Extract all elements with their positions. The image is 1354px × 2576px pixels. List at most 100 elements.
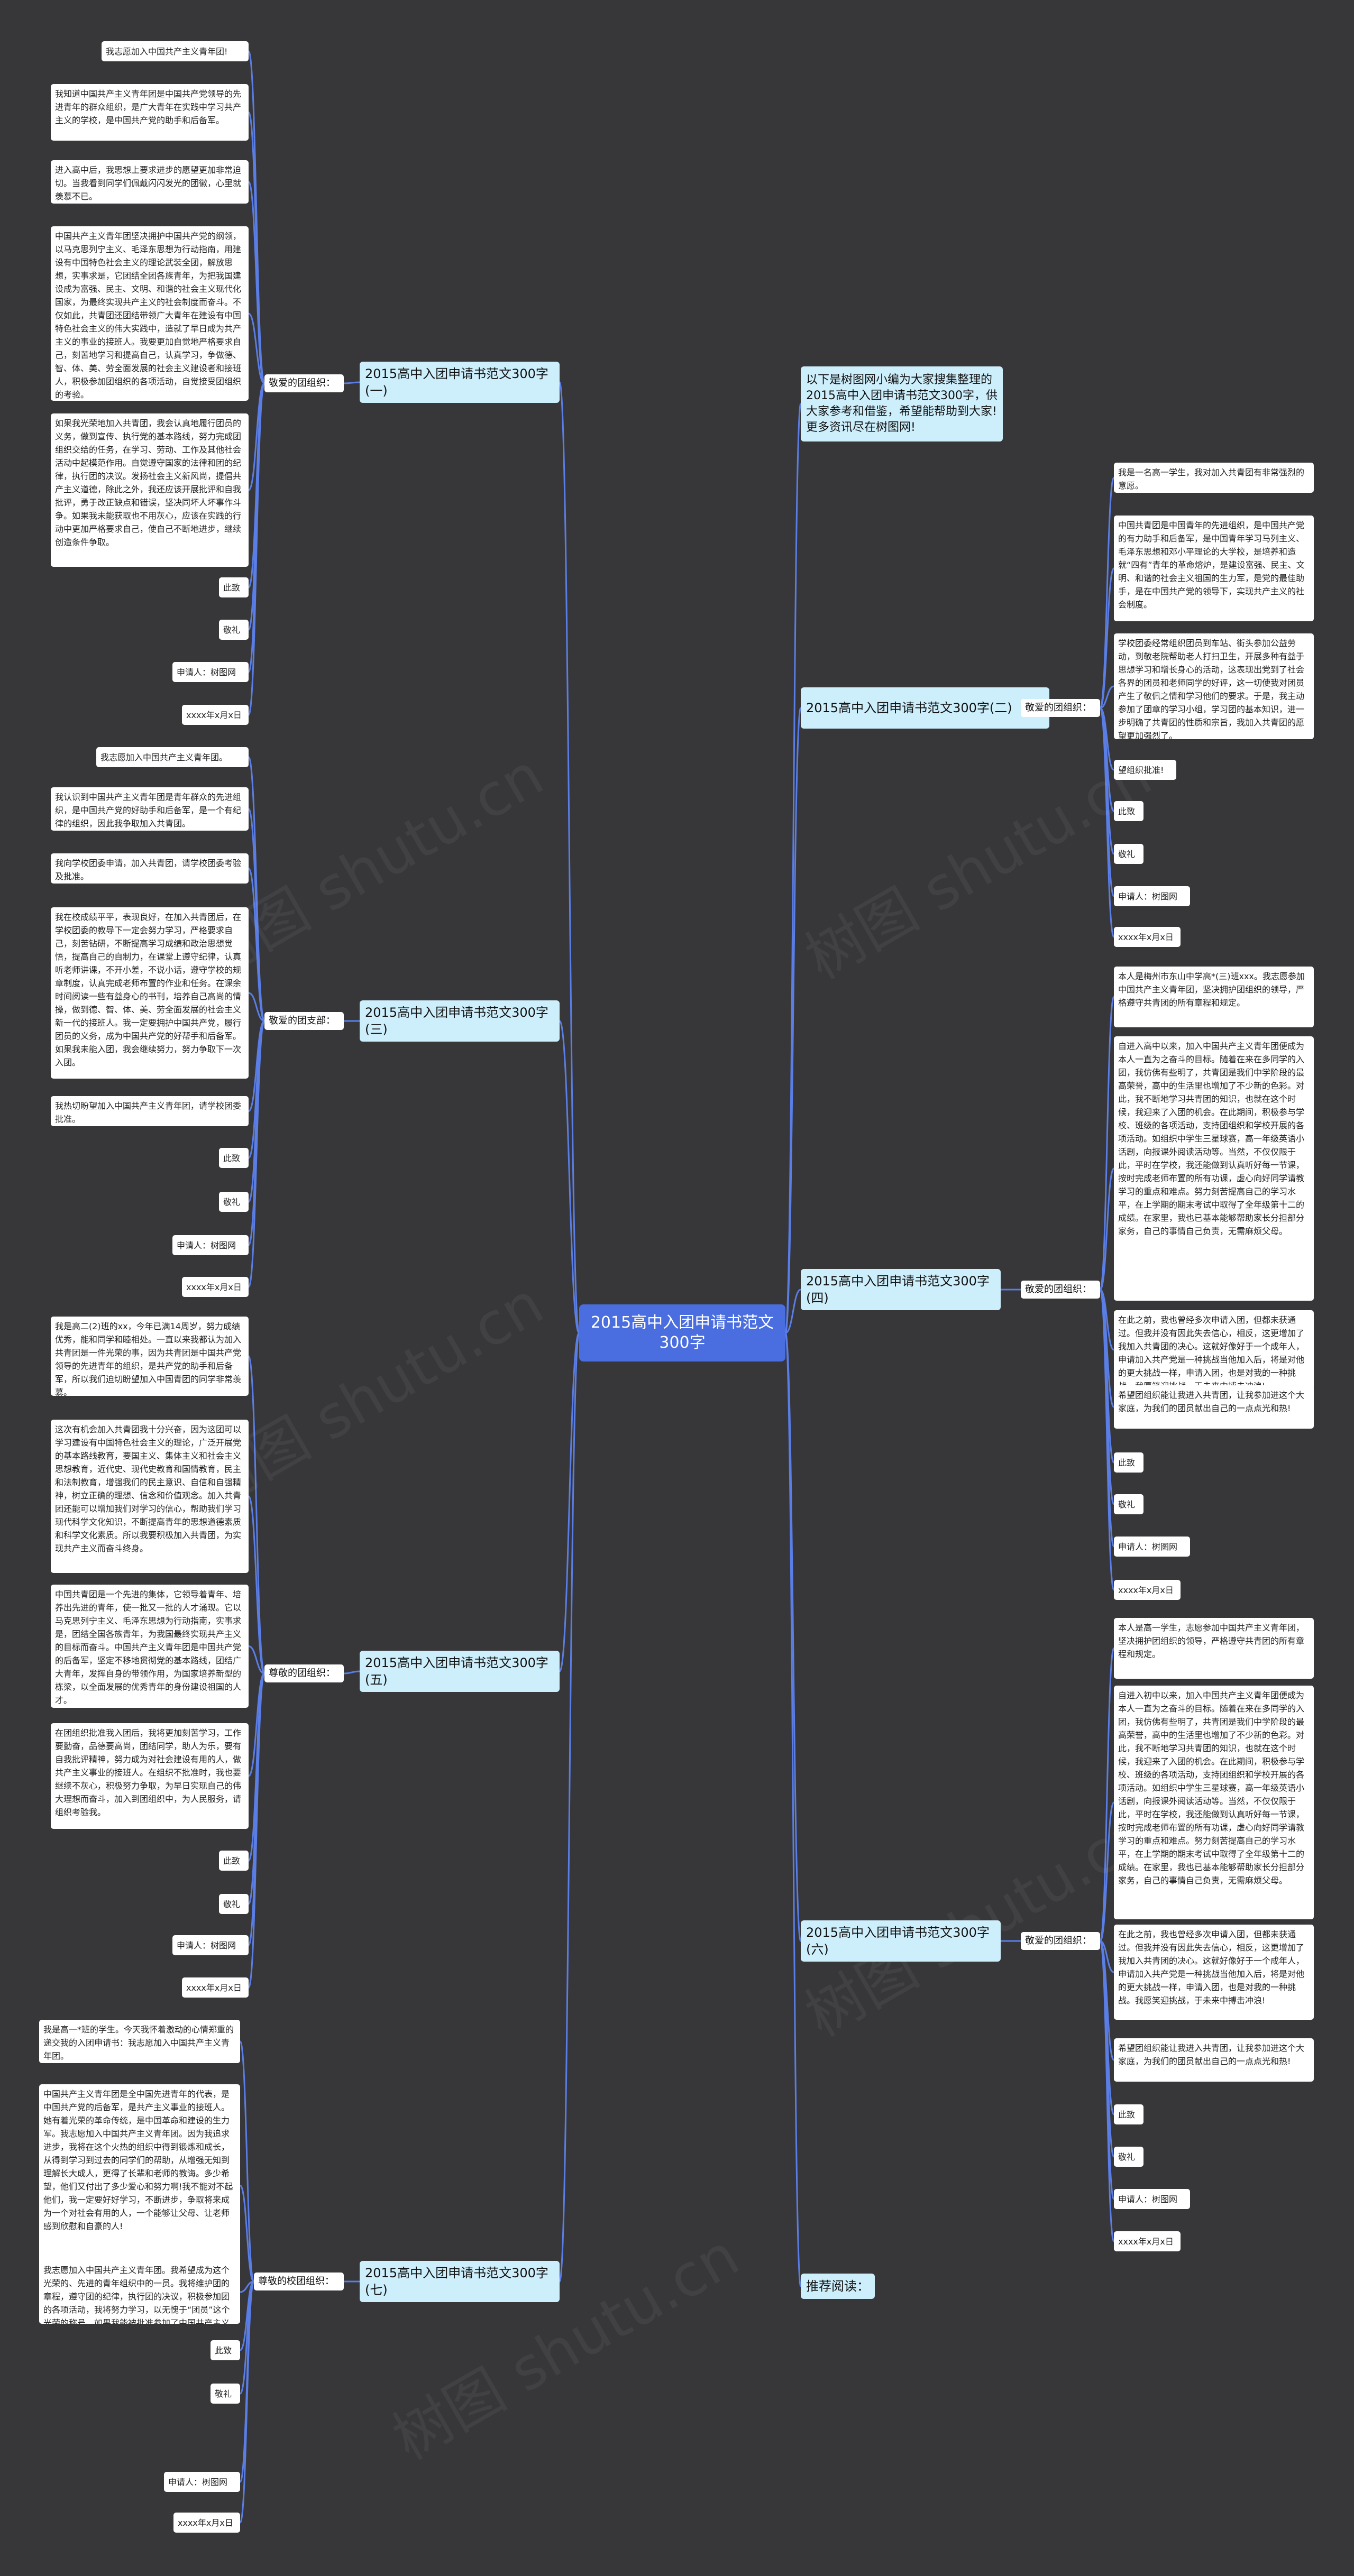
leaf-text[interactable]: 我在校成绩平平，表现良好，在加入共青团后，在学校团委的教导下一定会努力学习，严格… (51, 907, 249, 1079)
leaf-text[interactable]: 此致 (211, 2340, 240, 2360)
connector-line (248, 808, 266, 1022)
salutation-node[interactable]: 敬爱的团组织： (1021, 1281, 1100, 1299)
leaf-text[interactable]: 敬礼 (1114, 2147, 1143, 2167)
leaf-text[interactable]: 我志愿加入中国共产主义青年团! (102, 41, 249, 61)
connector-line (1099, 1648, 1115, 1942)
leaf-text[interactable]: 此致 (219, 577, 249, 597)
leaf-text[interactable]: 希望团组织能让我进入共青团，让我参加进这个大家庭，为我们的团员献出自己的一点点光… (1114, 1385, 1314, 1429)
leaf-text[interactable]: 中国共产主义青年团是全中国先进青年的代表，是中国共产党的后备军，是共产主义事业的… (39, 2084, 240, 2287)
branch-topic[interactable]: 2015高中入团申请书范文300字(六) (801, 1920, 1001, 1962)
salutation-node[interactable]: 敬爱的团组织： (1021, 1932, 1100, 1950)
leaf-text[interactable]: 我向学校团委申请，加入共青团，请学校团委考验及批准。 (51, 853, 249, 884)
leaf-text[interactable]: 我知道中国共产主义青年团是中国共产党领导的先进青年的群众组织，是广大青年在实践中… (51, 84, 249, 141)
leaf-text[interactable]: xxxx年x月x日 (1114, 2231, 1181, 2251)
leaf-text[interactable]: 我是一名高一学生，我对加入共青团有非常强烈的意愿。 (1114, 463, 1314, 493)
connector-line (1099, 477, 1115, 709)
leaf-text[interactable]: 申请人：树图网 (172, 1935, 249, 1955)
leaf-text[interactable]: 本人是高一学生，志愿参加中国共产主义青年团，坚决拥护团组织的领导，严格遵守共青团… (1114, 1618, 1314, 1679)
leaf-text[interactable]: 在团组织批准我入团后，我将更加刻苦学习，工作要勤奋，品德要高尚，团结同学，助人为… (51, 1723, 249, 1829)
leaf-text[interactable]: 这次有机会加入共青团我十分兴奋，因为这团可以学习建设有中国特色社会主义的理论，广… (51, 1420, 249, 1573)
connector-line (239, 2185, 255, 2283)
connector-line (248, 1672, 266, 1989)
leaf-text[interactable]: 申请人：树图网 (1114, 2189, 1190, 2209)
leaf-text[interactable]: xxxx年x月x日 (182, 1277, 249, 1297)
leaf-text[interactable]: 此致 (219, 1851, 249, 1871)
leaf-text[interactable]: 希望团组织能让我进入共青团，让我参加进这个大家庭，为我们的团员献出自己的一点点光… (1114, 2038, 1314, 2082)
leaf-text[interactable]: xxxx年x月x日 (1114, 1580, 1181, 1600)
leaf-text[interactable]: 敬礼 (219, 620, 249, 640)
leaf-text[interactable]: 学校团委经常组织团员到车站、街头参加公益劳动，到敬老院帮助老人打扫卫生，开展多种… (1114, 633, 1314, 739)
leaf-text[interactable]: 敬礼 (1114, 844, 1143, 864)
connector-line (1100, 1940, 1114, 1973)
leaf-text[interactable]: 自进入初中以来，加入中国共产主义青年团便成为本人一直为之奋斗的目标。随着在来在多… (1114, 1686, 1314, 1919)
connector-line (1099, 1801, 1115, 1942)
leaf-text[interactable]: 我志愿加入中国共产主义青年团。 (96, 747, 249, 767)
salutation-node[interactable]: 敬爱的团组织： (264, 374, 344, 392)
leaf-text[interactable]: 中国共产主义青年团坚决拥护中国共产党的纲领，以马克思列宁主义、毛泽东思想为行动指… (51, 226, 249, 401)
connector-line (559, 381, 580, 1334)
connector-line (248, 1355, 266, 1675)
connector-line (1099, 707, 1115, 938)
leaf-text[interactable]: xxxx年x月x日 (182, 1977, 249, 1998)
leaf-text[interactable]: 我热切盼望加入中国共产主义青年团，请学校团委批准。 (51, 1096, 249, 1126)
leaf-text[interactable]: 敬礼 (219, 1894, 249, 1914)
branch-topic[interactable]: 2015高中入团申请书范文300字(一) (360, 362, 560, 403)
leaf-text[interactable]: 进入高中后，我思想上要求进步的愿望更加非常迫切。当我看到同学们佩戴闪闪发光的团徽… (51, 160, 249, 204)
leaf-text[interactable]: 此致 (1114, 2104, 1143, 2124)
leaf-text[interactable]: 如果我光荣地加入共青团，我会认真地履行团员的义务，做到宣传、执行党的基本路线，努… (51, 413, 249, 567)
connector-line (343, 381, 360, 384)
leaf-text[interactable]: 此致 (1114, 801, 1143, 821)
leaf-text[interactable]: 敬礼 (211, 2384, 240, 2404)
leaf-text[interactable]: 望组织批准! (1114, 760, 1176, 780)
branch-topic[interactable]: 2015高中入团申请书范文300字(五) (360, 1651, 560, 1692)
leaf-text[interactable]: 我认识到中国共产主义青年团是青年群众的先进组织，是中国共产党的好助手和后备军，是… (51, 787, 249, 831)
branch-topic[interactable]: 2015高中入团申请书范文300字(四) (801, 1269, 1001, 1310)
connector-line (559, 1332, 580, 1672)
leaf-text[interactable]: 中国共青团是一个先进的集体，它领导着青年、培养出先进的青年，使一批又一批的人才涌… (51, 1585, 249, 1708)
leaf-text[interactable]: 中国共青团是中国青年的先进组织，是中国共产党的有力助手和后备军，是中国青年学习马… (1114, 516, 1314, 621)
leaf-text[interactable]: 在此之前，我也曾经多次申请入团，但都未获通过。但我并没有因此失去信心，相反，这更… (1114, 1925, 1314, 2020)
leaf-text[interactable]: 在此之前，我也曾经多次申请入团，但都未获通过。但我并没有因此失去信心，相反，这更… (1114, 1310, 1314, 1390)
connector-line (1099, 1167, 1115, 1291)
leaf-text[interactable]: 申请人：树图网 (172, 1235, 249, 1255)
connector-line (559, 1020, 580, 1334)
leaf-text[interactable]: 此致 (1114, 1452, 1143, 1473)
leaf-text[interactable]: 申请人：树图网 (172, 662, 249, 682)
connector-line (559, 1332, 580, 2283)
connector-line (248, 1645, 265, 1675)
connector-line (1099, 567, 1115, 709)
leaf-text[interactable]: 我是高二(2)班的xx，今年已满14周岁，努力成绩优秀，能和同学和睦相处。一直以… (51, 1317, 249, 1396)
leaf-text[interactable]: 本人是梅州市东山中学高*(三)班xxx。我志愿参加中国共产主义青年团，坚决拥护团… (1114, 967, 1314, 1027)
branch-topic[interactable]: 2015高中入团申请书范文300字(七) (360, 2261, 560, 2302)
connector-line (1099, 1289, 1115, 1591)
connector-line (248, 868, 266, 1022)
branch-topic[interactable]: 2015高中入团申请书范文300字(二) (801, 687, 1049, 729)
connector-line (784, 707, 802, 1334)
branch-topic[interactable]: 2015高中入团申请书范文300字(三) (360, 1000, 560, 1042)
salutation-node[interactable]: 尊敬的校团组织： (254, 2273, 344, 2290)
intro-topic[interactable]: 以下是树图网小编为大家搜集整理的2015高中入团申请书范文300字，供大家参考和… (801, 366, 1003, 441)
leaf-text[interactable]: xxxx年x月x日 (173, 2513, 240, 2533)
leaf-text[interactable]: xxxx年x月x日 (1114, 927, 1181, 947)
root-topic[interactable]: 2015高中入团申请书范文300字 (579, 1304, 785, 1361)
salutation-node[interactable]: 敬爱的团支部： (264, 1012, 344, 1030)
leaf-text[interactable]: 我志愿加入中国共产主义青年团。我希望成为这个光荣的、先进的青年组织中的一员。我将… (39, 2260, 240, 2324)
leaf-text[interactable]: 我是高一*班的学生。今天我怀着激动的心情郑重的递交我的入团申请书：我志愿加入中国… (39, 2020, 240, 2063)
connector-line (784, 1332, 802, 1942)
leaf-text[interactable]: 敬礼 (1114, 1494, 1143, 1514)
leaf-text[interactable]: 申请人：树图网 (1114, 886, 1190, 906)
leaf-text[interactable]: 申请人：树图网 (1114, 1537, 1190, 1557)
leaf-text[interactable]: 敬礼 (219, 1192, 249, 1212)
leaf-text[interactable]: 此致 (219, 1148, 249, 1168)
salutation-node[interactable]: 敬爱的团组织： (1021, 699, 1100, 717)
salutation-node[interactable]: 尊敬的团组织： (264, 1664, 344, 1682)
leaf-text[interactable]: xxxx年x月x日 (182, 705, 249, 725)
leaf-text[interactable]: 自进入高中以来，加入中国共产主义青年团便成为本人一直为之奋斗的目标。随着在来在多… (1114, 1036, 1314, 1301)
connector-line (248, 50, 266, 384)
leaf-text[interactable]: 申请人：树图网 (164, 2472, 240, 2492)
connector-line (248, 382, 266, 716)
connector-line (1100, 685, 1114, 709)
connector-line (248, 756, 266, 1022)
recommend-topic[interactable]: 推荐阅读： (801, 2274, 875, 2299)
